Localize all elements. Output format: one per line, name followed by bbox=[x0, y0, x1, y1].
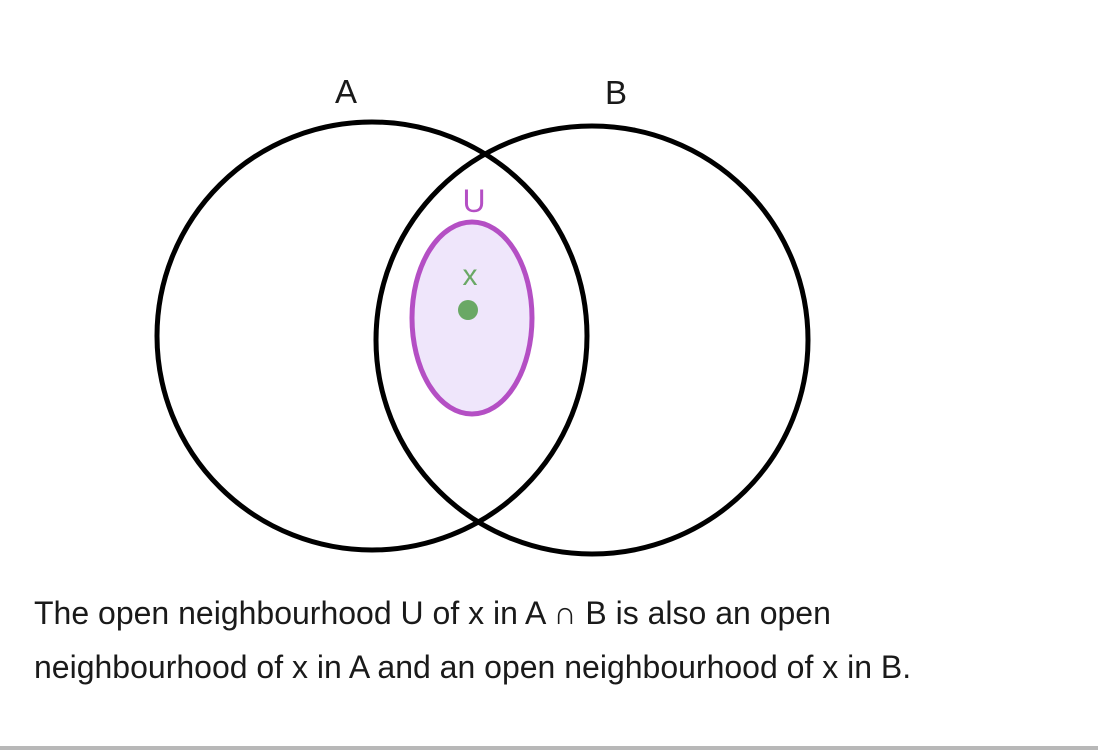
point-x-dot bbox=[458, 300, 478, 320]
set-a-label: A bbox=[335, 73, 357, 110]
set-b-circle bbox=[373, 123, 811, 557]
set-a-circle bbox=[154, 119, 590, 553]
caption: The open neighbourhood U of x in A ∩ B i… bbox=[34, 586, 1074, 694]
set-b-label: B bbox=[605, 74, 627, 111]
bottom-divider bbox=[0, 746, 1098, 750]
caption-line-2: neighbourhood of x in A and an open neig… bbox=[34, 649, 912, 685]
caption-line-1: The open neighbourhood U of x in A ∩ B i… bbox=[34, 595, 831, 631]
venn-diagram: A B U x bbox=[154, 73, 811, 557]
neighbourhood-u-label: U bbox=[462, 183, 485, 219]
point-x-label: x bbox=[463, 259, 478, 292]
